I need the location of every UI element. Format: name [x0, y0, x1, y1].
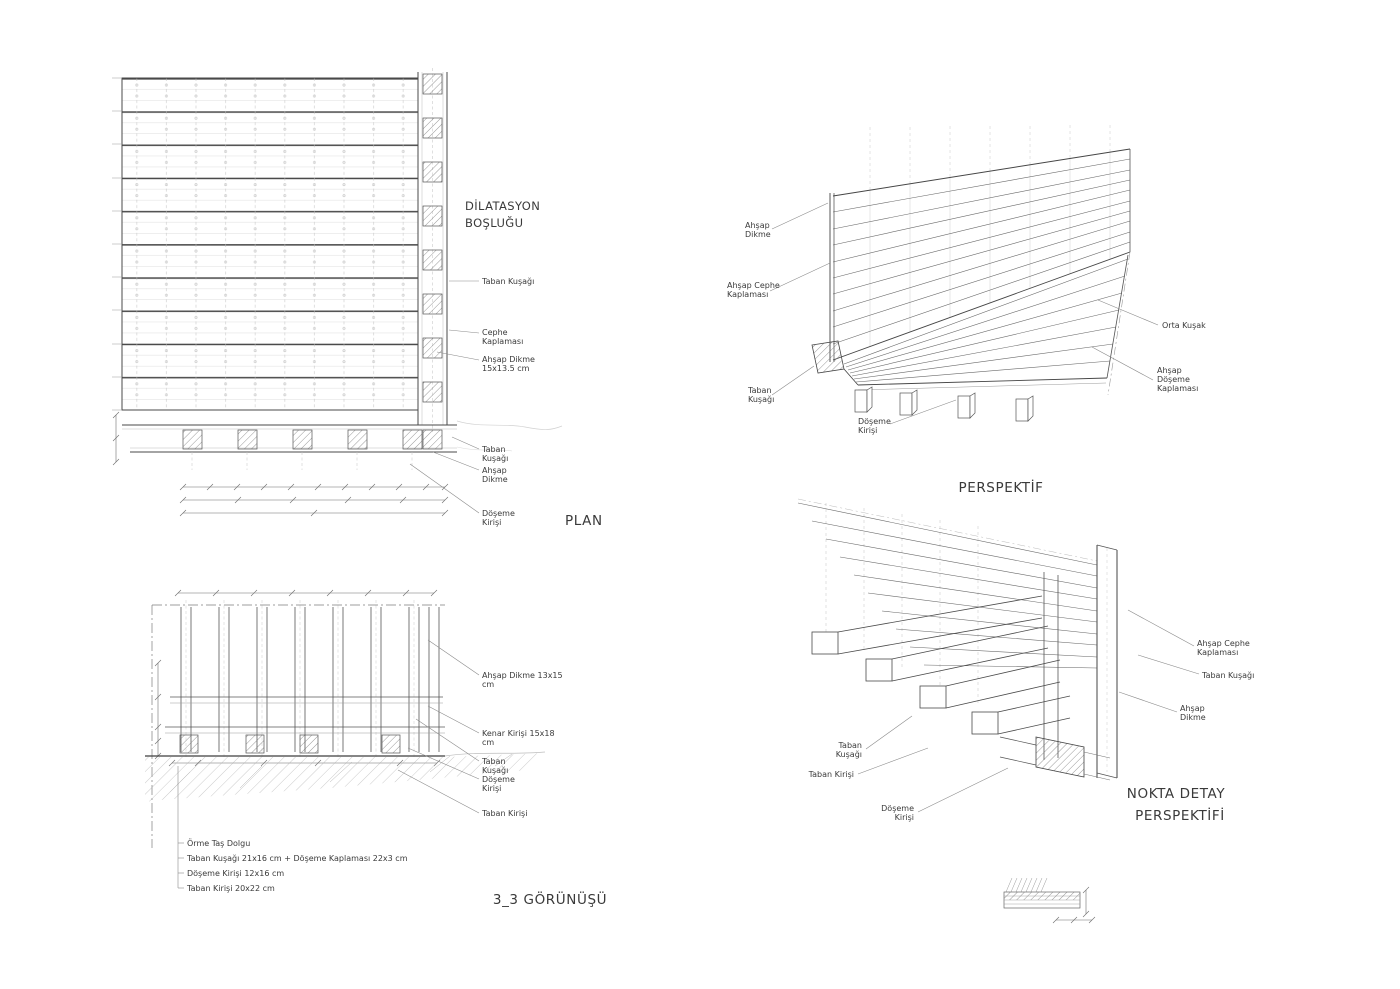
detail-joists	[811, 595, 1071, 735]
persp-ahsap-dikme-line1: Ahşap	[745, 221, 770, 230]
elev-ahsap-dikme-line2: cm	[482, 680, 494, 689]
detail-ahsap-cephe-line1: Ahşap Cephe	[1197, 639, 1250, 648]
cephe-kaplamasi-label-line1: Cephe	[482, 328, 508, 337]
elev-ahsap-dikme-line1: Ahşap Dikme 13x15	[482, 671, 563, 680]
plan-title: PLAN	[565, 513, 603, 529]
taban-kusagi-top-label: Taban Kuşağı	[481, 277, 534, 286]
plan-leader-lines	[409, 280, 480, 514]
persp-ahsap-cephe-line1: Ahşap Cephe	[727, 281, 780, 290]
detail-ahsap-dikme-line1: Ahşap	[1180, 704, 1205, 713]
ahsap-dikme-size-label-line2: 15x13.5 cm	[482, 364, 530, 373]
elev-note-3: Döşeme Kirişi 12x16 cm	[187, 869, 284, 878]
ground-hatch	[145, 753, 545, 802]
elev-doseme-kirisi-line2: Kirişi	[482, 784, 501, 793]
mini-key-detail	[1003, 877, 1096, 924]
taban-kusagi-bottom-label-line2: Kuşağı	[482, 454, 508, 463]
dilatasyon-label-line2: BOŞLUĞU	[465, 215, 523, 230]
doseme-kirisi-label-line2: Kirişi	[482, 518, 501, 527]
elev-kenar-kirisi-line1: Kenar Kirişi 15x18	[482, 729, 555, 738]
elev-taban-kirisi-label: Taban Kirişi	[481, 809, 527, 818]
plan-bottom-post-band	[122, 420, 563, 470]
elevation-datum-lines	[151, 604, 445, 848]
persp-ahsap-doseme-line2: Döşeme	[1157, 375, 1190, 384]
detail-taban-kusagi-left-line2: Kuşağı	[836, 750, 862, 759]
elev-note-4: Taban Kirişi 20x22 cm	[186, 884, 275, 893]
perspective-drawing: Ahşap Dikme Ahşap Cephe Kaplaması Taban …	[727, 124, 1206, 496]
ahsap-dikme-size-label-line1: Ahşap Dikme	[482, 355, 535, 364]
elev-doseme-kirisi-line1: Döşeme	[482, 775, 515, 784]
persp-doseme-kirisi-line1: Döşeme	[858, 417, 891, 426]
dilatasyon-label-line1: DİLATASYON	[465, 198, 540, 213]
detail-base-beam	[999, 736, 1111, 781]
elevation-drawing: Ahşap Dikme 13x15 cm Kenar Kirişi 15x18 …	[145, 589, 607, 908]
cephe-kaplamasi-label-line2: Kaplaması	[482, 337, 523, 346]
doseme-kirisi-label-line1: Döşeme	[482, 509, 515, 518]
persp-taban-kusagi-line1: Taban	[747, 386, 772, 395]
plan-wall-grid	[112, 77, 419, 411]
detail-leader-lines	[857, 609, 1200, 813]
perspective-floor	[843, 254, 1129, 391]
persp-ahsap-cephe-line2: Kaplaması	[727, 290, 768, 299]
ahsap-dikme-label-line2: Dikme	[482, 475, 508, 484]
perspective-leader-lines	[769, 202, 1159, 425]
elev-taban-kusagi-line1: Taban	[481, 757, 506, 766]
detail-taban-kirisi-label: Taban Kirişi	[808, 770, 854, 779]
detail-siding	[797, 502, 1098, 669]
elevation-base	[145, 696, 546, 802]
perspective-labels: Ahşap Dikme Ahşap Cephe Kaplaması Taban …	[727, 221, 1206, 496]
plan-labels: DİLATASYON BOŞLUĞU Taban Kuşağı Cephe Ka…	[465, 198, 603, 529]
detail-taban-kusagi-right-label: Taban Kuşağı	[1201, 671, 1254, 680]
detail-ahsap-cephe-line2: Kaplaması	[1197, 648, 1238, 657]
elev-taban-kusagi-line2: Kuşağı	[482, 766, 508, 775]
detail-construction-lines	[825, 503, 979, 704]
detail-doseme-kirisi-line2: Kirişi	[895, 813, 914, 822]
ahsap-dikme-label-line1: Ahşap	[482, 466, 507, 475]
detail-taban-kusagi-left-line1: Taban	[837, 741, 862, 750]
detail-corner-post	[1043, 544, 1118, 779]
detail-datum-line	[797, 498, 1098, 562]
elevation-posts	[180, 600, 440, 758]
persp-doseme-kirisi-line2: Kirişi	[858, 426, 877, 435]
plan-dimensions	[112, 411, 449, 517]
persp-ahsap-doseme-line3: Kaplaması	[1157, 384, 1198, 393]
persp-ahsap-doseme-line1: Ahşap	[1157, 366, 1182, 375]
perspective-construction-lines	[869, 124, 1111, 190]
detail-ahsap-dikme-line2: Dikme	[1180, 713, 1206, 722]
plan-drawing: DİLATASYON BOŞLUĞU Taban Kuşağı Cephe Ka…	[112, 68, 603, 529]
taban-kusagi-bottom-label-line1: Taban	[481, 445, 506, 454]
persp-ahsap-dikme-line2: Dikme	[745, 230, 771, 239]
perspective-title: PERSPEKTİF	[958, 478, 1043, 496]
detail-labels: Ahşap Cephe Kaplaması Taban Kuşağı Ahşap…	[808, 639, 1255, 824]
detail-title-line1: NOKTA DETAY	[1127, 786, 1226, 802]
elevation-title: 3_3 GÖRÜNÜŞÜ	[493, 890, 607, 908]
plan-right-post-band	[417, 68, 448, 432]
elev-note-1: Örme Taş Dolgu	[187, 838, 250, 848]
detail-doseme-kirisi-line1: Döşeme	[881, 804, 914, 813]
detail-perspective-drawing: Ahşap Cephe Kaplaması Taban Kuşağı Ahşap…	[797, 498, 1255, 824]
perspective-wall	[829, 148, 1131, 396]
perspective-joists	[854, 386, 1034, 422]
elev-kenar-kirisi-line2: cm	[482, 738, 494, 747]
elevation-leader-lines	[177, 639, 480, 889]
perspective-sill-section	[811, 340, 845, 374]
persp-orta-kusak-label: Orta Kuşak	[1162, 321, 1206, 330]
detail-title-line2: PERSPEKTİFİ	[1135, 806, 1225, 824]
persp-taban-kusagi-line2: Kuşağı	[748, 395, 774, 404]
elev-note-2: Taban Kuşağı 21x16 cm + Döşeme Kaplaması…	[186, 854, 408, 863]
elevation-labels: Ahşap Dikme 13x15 cm Kenar Kirişi 15x18 …	[186, 671, 607, 908]
